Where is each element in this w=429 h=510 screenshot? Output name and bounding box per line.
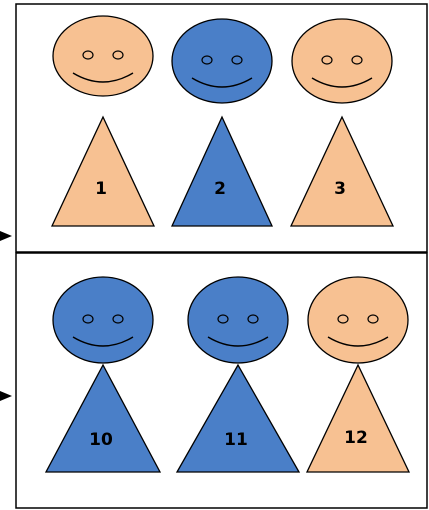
figure-body-triangle [289,115,395,227]
person-figure-12: 12 [305,276,411,473]
figure-number-label: 2 [214,179,226,199]
smile-icon [72,336,134,347]
person-figure-1: 1 [50,15,156,227]
figure-number-label: 1 [95,179,107,199]
smile-icon [207,336,269,347]
figure-body-triangle [305,363,411,473]
person-figure-3: 3 [289,18,395,227]
figure-body-triangle [175,363,301,473]
figure-head-circle [307,276,409,364]
right-eye-icon [367,314,379,324]
bottom-panel-pointer-arrow [0,391,12,401]
figure-number-label: 11 [224,430,248,450]
smile-icon [191,77,253,88]
person-figure-10: 10 [44,276,162,473]
left-eye-icon [337,314,349,324]
bottom-panel-figures: 10 11 12 [44,276,411,473]
smile-icon [72,72,134,83]
smile-icon [327,336,389,347]
figure-head-circle [187,276,289,364]
left-eye-icon [217,314,229,324]
top-panel-pointer-arrow [0,231,12,241]
top-panel-figures: 1 2 3 [50,15,395,227]
figure-number-label: 3 [334,179,346,199]
left-eye-icon [82,50,94,60]
person-figure-11: 11 [175,276,301,473]
left-eye-icon [201,55,213,65]
right-eye-icon [112,50,124,60]
figure-body-triangle [50,115,156,227]
figure-head-circle [291,18,393,104]
person-figure-2: 2 [170,18,274,227]
figure-head-circle [171,18,273,104]
right-eye-icon [231,55,243,65]
figure-number-label: 12 [344,428,368,448]
figure-body-triangle [44,363,162,473]
figure-head-circle [52,15,154,97]
right-eye-icon [247,314,259,324]
left-eye-icon [321,55,333,65]
figure-body-triangle [170,115,274,227]
right-eye-icon [351,55,363,65]
figure-number-label: 10 [89,430,113,450]
figure-head-circle [52,276,154,364]
right-eye-icon [112,314,124,324]
left-eye-icon [82,314,94,324]
smile-icon [311,77,373,88]
